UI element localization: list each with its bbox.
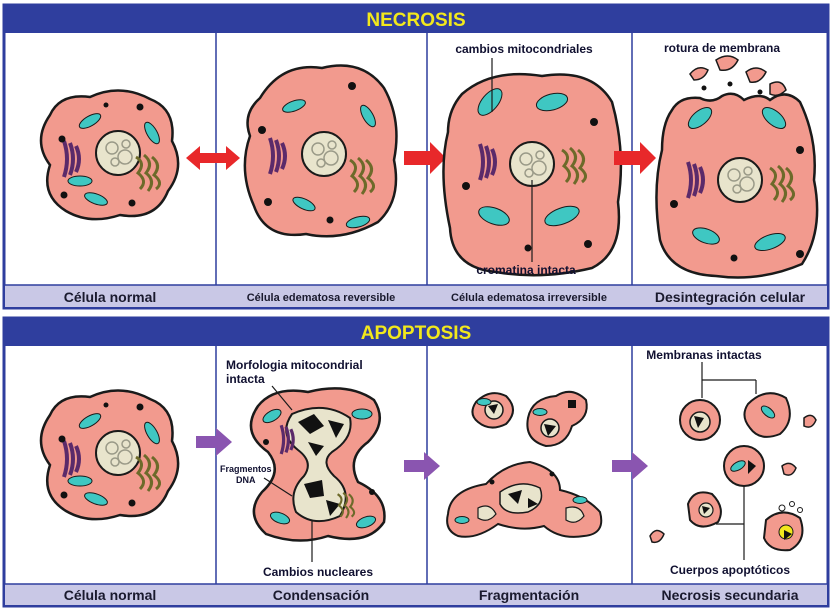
necrosis-caption-1: Célula normal [64, 289, 157, 305]
necrosis-caption-2: Célula edematosa reversible [247, 292, 396, 304]
disintegrating-cell [656, 94, 817, 278]
swollen-reversible-cell [245, 66, 397, 237]
necrosis-title: NECROSIS [366, 10, 465, 31]
annotation-mito-morphology-2: intacta [226, 372, 265, 386]
annotation-intact-membranes: Membranas intactas [646, 348, 762, 362]
apoptosis-caption-2: Condensación [273, 587, 369, 603]
annotation-apoptotic-bodies: Cuerpos apoptóticos [670, 563, 790, 577]
annotation-mito-changes: cambios mitocondriales [455, 42, 593, 56]
annotation-dna-fragments-1: Fragmentos [220, 464, 272, 474]
annotation-membrane-rupture: rotura de membrana [664, 41, 780, 55]
normal-cell [41, 390, 178, 519]
apoptosis-caption-1: Célula normal [64, 587, 157, 603]
apoptosis-title: APOPTOSIS [361, 323, 472, 344]
apoptosis-caption-3: Fragmentación [479, 587, 579, 603]
normal-cell [41, 90, 178, 219]
annotation-mito-morphology-1: Morfologia mitocondrial [226, 358, 363, 372]
annotation-intact-chromatin: cromatina intacta [476, 263, 576, 277]
apoptosis-caption-4: Necrosis secundaria [662, 587, 799, 603]
annotation-dna-fragments-2: DNA [236, 475, 256, 485]
necrosis-caption-3: Célula edematosa irreversible [451, 292, 607, 304]
annotation-nuclear-changes: Cambios nucleares [263, 565, 373, 579]
necrosis-caption-4: Desintegración celular [655, 289, 806, 305]
